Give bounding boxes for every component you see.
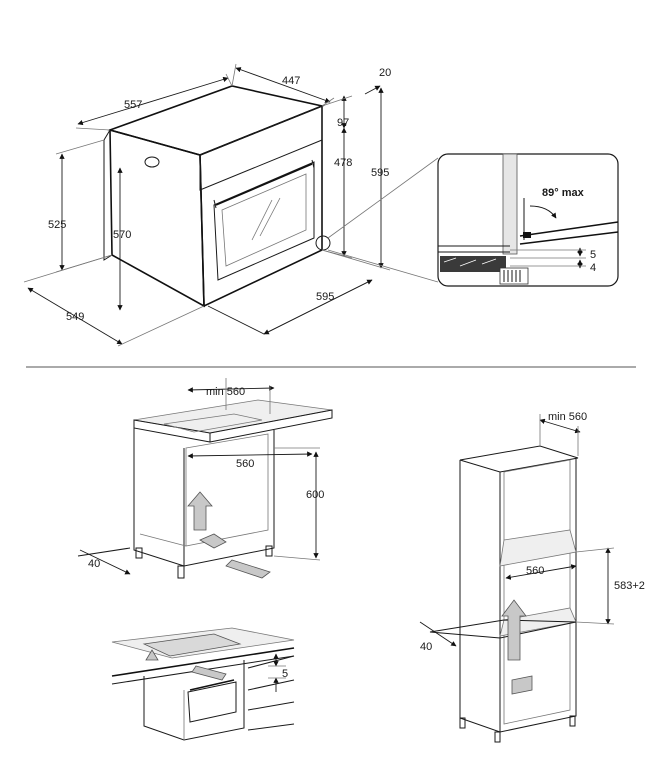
dim-570: 570 xyxy=(113,229,131,241)
dim-447: 447 xyxy=(282,75,300,87)
oven-dimension-lines xyxy=(23,63,439,347)
detail-dim-5: 5 xyxy=(590,249,596,261)
under-counter-width-label: 560 xyxy=(236,458,254,470)
dim-595-width: 595 xyxy=(316,291,334,303)
tall-unit-height-label: 583+2 xyxy=(614,580,645,592)
detail-cabinet-section xyxy=(438,153,619,285)
under-counter-depth-label: 40 xyxy=(88,558,100,570)
tall-unit-cabinet xyxy=(419,414,615,743)
tall-unit-min-width-label: min 560 xyxy=(548,411,587,423)
hob-gap-label: 5 xyxy=(282,668,288,680)
tall-unit-depth-label: 40 xyxy=(420,641,432,653)
oven-dimension-drawing: 447 20 557 97 478 595 525 570 549 595 xyxy=(23,63,439,347)
detail-dim-4: 4 xyxy=(590,262,596,274)
dim-97: 97 xyxy=(337,117,349,129)
under-counter-height-label: 600 xyxy=(306,489,324,501)
dim-557: 557 xyxy=(124,99,142,111)
dim-525: 525 xyxy=(48,219,66,231)
dim-478: 478 xyxy=(334,157,352,169)
dim-595-height: 595 xyxy=(371,167,389,179)
hob-gap-detail xyxy=(111,627,295,741)
oven-body xyxy=(103,85,331,308)
under-counter-cabinet xyxy=(77,378,333,579)
tall-unit-width-label: 560 xyxy=(526,565,544,577)
detail-angle-label: 89° max xyxy=(542,187,585,199)
under-counter-min-width-label: min 560 xyxy=(206,386,245,398)
dim-549: 549 xyxy=(66,311,84,323)
door-hinge-detail: 89° max 5 4 xyxy=(437,153,619,287)
dim-20: 20 xyxy=(379,67,391,79)
